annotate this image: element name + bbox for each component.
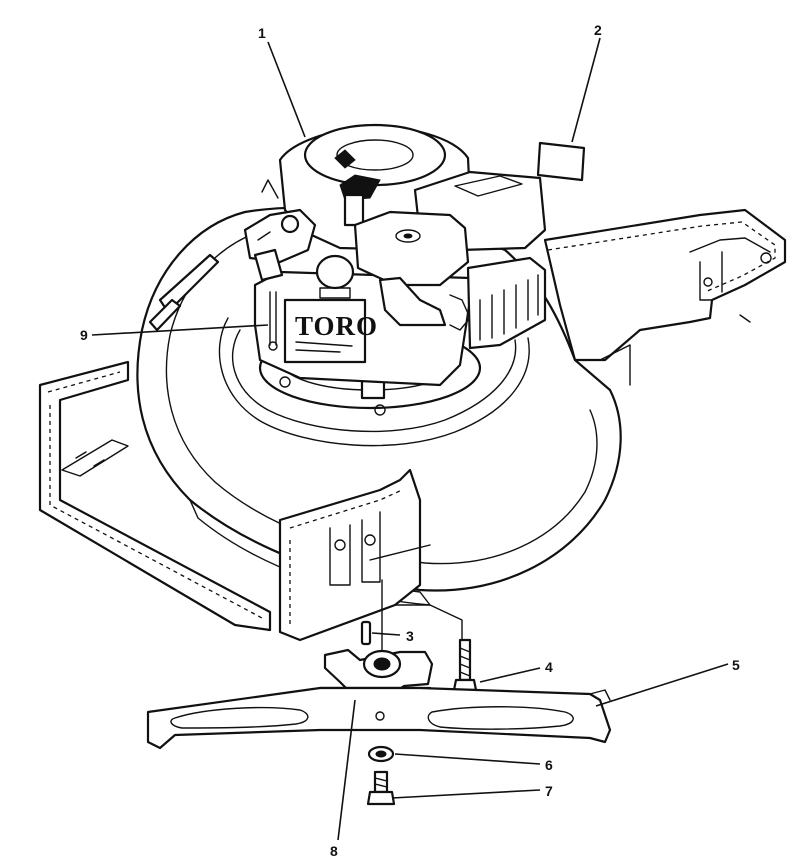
callout-9: 9 bbox=[80, 327, 88, 343]
callout-7: 7 bbox=[545, 783, 553, 799]
leader-lines bbox=[91, 37, 729, 841]
washer-and-bolt bbox=[366, 745, 396, 806]
mower-blade bbox=[146, 686, 612, 750]
rear-bracket bbox=[543, 208, 787, 362]
front-bracket bbox=[38, 344, 631, 642]
assembly-lines bbox=[369, 544, 463, 656]
engine-logo-text: TORO bbox=[295, 311, 378, 341]
callout-5: 5 bbox=[732, 657, 740, 673]
engine: TORO bbox=[243, 123, 547, 416]
callout-2: 2 bbox=[594, 22, 602, 38]
callout-3: 3 bbox=[406, 628, 414, 644]
callout-6: 6 bbox=[545, 757, 553, 773]
callout-4: 4 bbox=[545, 659, 553, 675]
callout-8: 8 bbox=[330, 843, 338, 859]
decal bbox=[536, 141, 586, 182]
callout-labels: 1 2 3 4 5 6 7 8 9 bbox=[80, 22, 740, 859]
callout-1: 1 bbox=[258, 25, 266, 41]
